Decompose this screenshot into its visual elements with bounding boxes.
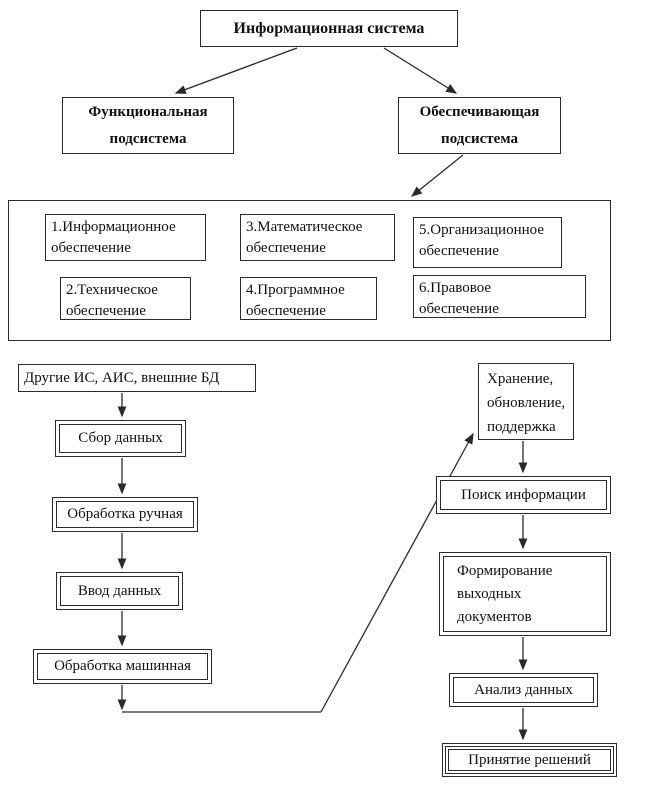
search-inner: Поиск информации (440, 480, 607, 510)
search-label: Поиск информации (461, 486, 586, 503)
support-box-technical: 2.Техническое обеспечение (60, 277, 191, 320)
arrow-root-to-functional (174, 47, 298, 94)
flow-source-box: Другие ИС, АИС, внешние БД (18, 364, 256, 392)
flow-box-decision-making: Принятие решений (442, 743, 617, 777)
providing-subsystem-label: Обеспечивающая подсистема (419, 103, 540, 147)
flow-box-data-entry: Ввод данных (56, 572, 183, 610)
arrow-providing-to-support (410, 154, 464, 197)
box-functional-subsystem: Функциональная подсистема (62, 97, 234, 154)
box-providing-subsystem: Обеспечивающая подсистема (398, 97, 561, 154)
support-organizational-label: 5.Организационное обеспечение (419, 222, 544, 259)
flow-box-storage: Хранение, обновление, поддержка (478, 363, 574, 440)
arrow-root-to-providing (383, 47, 458, 94)
manual-processing-inner: Обработка ручная (56, 501, 194, 528)
flow-box-data-analysis: Анализ данных (449, 673, 598, 707)
decision-making-inner2: Принятие решений (448, 749, 611, 771)
box-information-system: Информационная система (200, 10, 458, 47)
support-software-label: 4.Программное обеспечение (246, 282, 345, 319)
manual-processing-label: Обработка ручная (67, 506, 183, 522)
flow-box-output-documents: Формирование выходных документов (439, 552, 611, 636)
data-entry-label: Ввод данных (77, 582, 162, 599)
data-collection-label: Сбор данных (78, 430, 163, 446)
flow-box-manual-processing: Обработка ручная (52, 497, 198, 532)
flow-box-data-collection: Сбор данных (55, 420, 186, 457)
data-entry-inner: Ввод данных (60, 576, 179, 606)
output-documents-label: Формирование выходных документов (457, 562, 553, 625)
support-information-label: 1.Информационное обеспечение (51, 219, 176, 256)
data-collection-inner: Сбор данных (59, 424, 182, 453)
support-mathematical-label: 3.Математическое обеспечение (246, 219, 363, 256)
machine-processing-inner: Обработка машинная (37, 653, 208, 680)
support-box-organizational: 5.Организационное обеспечение (413, 217, 562, 268)
support-box-legal: 6.Правовое обеспечение (413, 275, 586, 318)
flow-box-machine-processing: Обработка машинная (33, 649, 212, 684)
support-box-information: 1.Информационное обеспечение (45, 214, 206, 261)
support-technical-label: 2.Техническое обеспечение (66, 282, 158, 319)
flow-source-label: Другие ИС, АИС, внешние БД (24, 369, 220, 386)
support-box-software: 4.Программное обеспечение (240, 277, 377, 320)
decision-making-inner: Принятие решений (445, 746, 614, 774)
data-analysis-label: Анализ данных (474, 681, 573, 698)
support-box-mathematical: 3.Математическое обеспечение (240, 214, 395, 261)
functional-subsystem-label: Функциональная подсистема (88, 103, 208, 147)
flow-box-search: Поиск информации (436, 476, 611, 514)
machine-processing-label: Обработка машинная (54, 658, 191, 674)
output-documents-inner: Формирование выходных документов (443, 556, 607, 632)
support-legal-label: 6.Правовое обеспечение (419, 280, 499, 317)
storage-label: Хранение, обновление, поддержка (487, 371, 566, 435)
data-analysis-inner: Анализ данных (453, 677, 594, 703)
decision-making-label: Принятие решений (468, 751, 591, 768)
information-system-label: Информационная система (233, 20, 425, 37)
